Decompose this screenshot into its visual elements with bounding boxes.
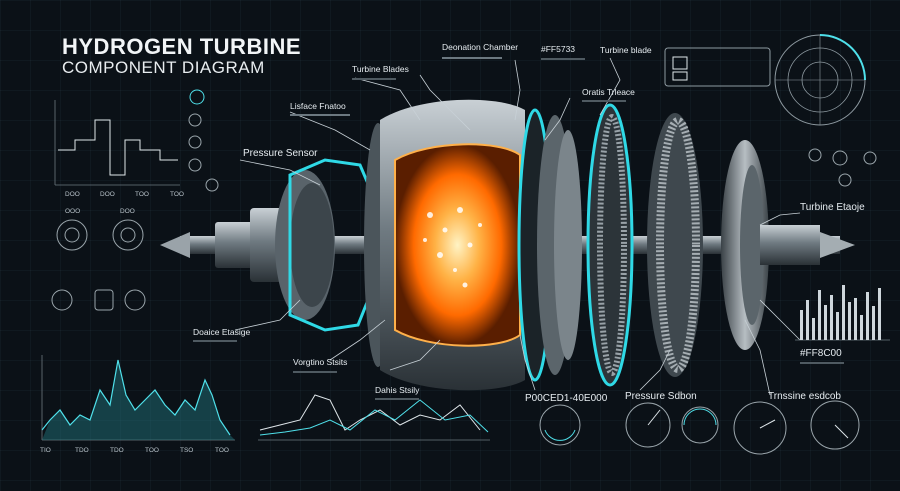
left-chart-tick: TDO (75, 447, 89, 454)
left-chart-tick: TSO (180, 447, 193, 454)
top-icon-column (188, 89, 219, 192)
top-chart-tick: DOO (100, 191, 115, 198)
left-chart-tick: TOO (215, 447, 229, 454)
callout-pressure-sdbon: Pressure Sdbon (625, 391, 697, 402)
top-left-line-chart (54, 100, 180, 186)
callout-underline (193, 340, 237, 342)
callout-color-code-top: #FF5733 (541, 44, 576, 54)
top-chart-tick: DOO (65, 191, 80, 198)
turbine-stages (537, 103, 703, 387)
icon-row-label: OOO (65, 208, 80, 215)
top-chart-tick: TOO (170, 191, 184, 198)
right-bar-chart (795, 285, 890, 341)
callout-oratis-trleace: Oratis Trleace (582, 87, 635, 97)
callout-dahis-stsily: Dahis Stsily (375, 385, 420, 395)
diagram-title: HYDROGEN TURBINE (62, 34, 302, 59)
callout-underline (582, 100, 626, 102)
left-chart-tick: TOO (145, 447, 159, 454)
callout-underline (541, 58, 585, 60)
callout-underline (290, 114, 350, 116)
diagram-subtitle: COMPONENT DIAGRAM (62, 58, 265, 77)
callout-trnssine-esdcob: Trnssine esdcob (768, 391, 841, 402)
callout-hex-code-bottom: P00CED1-40E000 (525, 393, 608, 404)
bottom-gauges (539, 400, 860, 455)
callout-underline (352, 78, 396, 80)
callout-underline (442, 57, 502, 59)
callout-lisface-fnatoo: Lisface Fnatoo (290, 101, 346, 111)
callout-detonation-chamber: Deonation Chamber (442, 42, 519, 52)
callout-pressure-sensor: Pressure Sensor (243, 148, 318, 159)
right-status-icons (808, 148, 877, 187)
bottom-left-area-chart (41, 355, 235, 441)
left-circle-icons (51, 219, 146, 311)
hydrogen-particles (423, 207, 482, 288)
callout-turbine-blade: Turbine blade (600, 45, 652, 55)
left-chart-tick: TIO (40, 447, 51, 454)
callout-turbine-blades: Turbine Blades (352, 64, 409, 74)
info-panel (664, 47, 771, 87)
turbine-disc-glow (586, 103, 634, 387)
top-chart-tick: TOO (135, 191, 149, 198)
callout-leader-lines (234, 57, 801, 396)
callout-turbine-etaoje: Turbine Etaoje (800, 202, 865, 213)
shaft-tip (160, 232, 190, 258)
combustion-chamber (394, 143, 521, 347)
radar-gauge (774, 34, 866, 126)
callout-doaice-etasige: Doaice Etasige (193, 327, 251, 337)
left-chart-tick: TDO (110, 447, 124, 454)
bottom-center-chart (258, 394, 490, 441)
callout-underline (800, 362, 844, 364)
callout-vorgtino-stsits: Vorgtino Stsits (293, 357, 348, 367)
icon-row-label: DOO (120, 208, 135, 215)
exhaust-flange (721, 140, 855, 350)
callout-color-code-right: #FF8C00 (800, 348, 842, 359)
callout-underline (375, 398, 419, 400)
callout-underline (293, 371, 337, 373)
